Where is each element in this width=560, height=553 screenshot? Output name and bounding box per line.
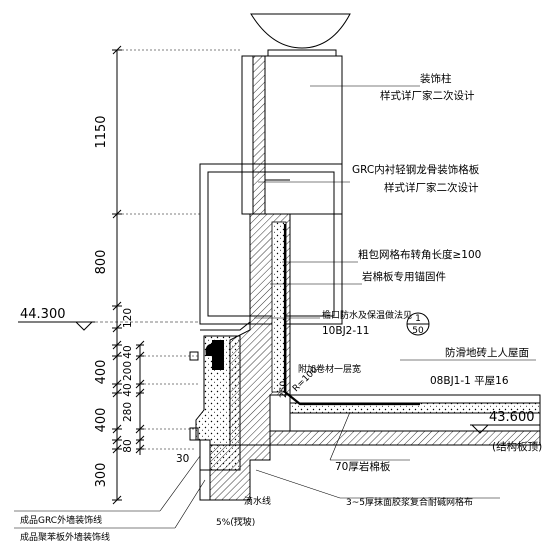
dim-40: 40 xyxy=(122,345,134,358)
label-extra-layer: 附加卷材一层宽 xyxy=(298,363,361,375)
dim-400-a: 400 xyxy=(94,360,109,385)
label-250: 250 xyxy=(279,381,289,398)
label-rock-wool-anchor: 岩棉板专用锚固件 xyxy=(362,270,446,283)
label-grc-board-note: 样式详厂家二次设计 xyxy=(384,181,479,194)
label-mesh-wrap: 粗包网格布转角长度≥100 xyxy=(358,248,481,261)
label-slope: 5%(找坡) xyxy=(216,516,255,528)
elevation-right-text: 43.600 xyxy=(489,410,535,425)
elevation-43600: 43.600 (结构板顶) xyxy=(470,410,542,453)
decor-column xyxy=(199,13,351,325)
label-grc-board: GRC内衬轻钢龙骨装饰格板 xyxy=(352,163,480,176)
label-roof-finish: 防滑地砖上人屋面 xyxy=(445,346,529,359)
structural-label: (结构板顶) xyxy=(492,440,542,453)
elevation-44300: 44.300 xyxy=(18,307,200,331)
dim-300: 300 xyxy=(94,463,109,488)
dim-1150: 1150 xyxy=(94,115,109,148)
label-std-ref: 10BJ2-11 xyxy=(322,325,370,337)
elevation-top-text: 44.300 xyxy=(20,307,66,322)
dim-80: 80 xyxy=(122,439,134,452)
label-fix-layer: 3~5厚抹面胶浆复合耐碱网格布 xyxy=(346,496,473,508)
dim-800: 800 xyxy=(94,250,109,275)
dim-400-b: 400 xyxy=(94,408,109,433)
label-polystyrene-line: 成品聚苯板外墙装饰线 xyxy=(20,531,110,543)
detail-index-num: 1 xyxy=(415,314,421,324)
dim-200: 200 xyxy=(122,361,134,381)
label-waterproof-eave: 檐口防水及保温做法见 xyxy=(322,309,412,321)
parapet-wall xyxy=(229,213,420,446)
label-drip: 滴水线 xyxy=(244,495,271,507)
detail-index-page: 50 xyxy=(412,326,424,336)
dimension-chain: 1150 800 120 40 200 400 40 280 400 80 30… xyxy=(94,45,240,505)
bottom-labels: 成品GRC外墙装饰线 成品聚苯板外墙装饰线 xyxy=(14,455,206,543)
label-rock-wool-70: 70厚岩棉板 xyxy=(335,460,391,473)
label-grc-line: 成品GRC外墙装饰线 xyxy=(20,514,102,526)
label-roof-ref: 08BJ1-1 平屋16 xyxy=(430,375,509,387)
dim-280: 280 xyxy=(122,402,134,422)
label-decor-column: 装饰柱 xyxy=(420,72,452,85)
dim-30: 30 xyxy=(176,453,189,465)
eave-coping xyxy=(189,214,271,501)
dim-40-b: 40 xyxy=(122,383,134,396)
dim-120: 120 xyxy=(122,308,134,328)
label-decor-column-note: 样式详厂家二次设计 xyxy=(380,89,475,102)
